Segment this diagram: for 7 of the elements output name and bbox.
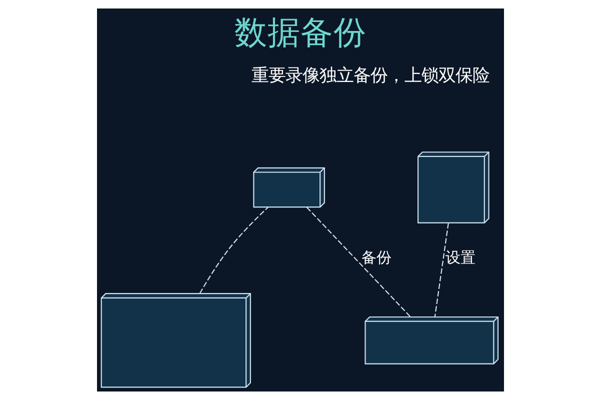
edge-label: 设置: [444, 248, 475, 266]
label: 重要录像独立备份，上锁双保险: [251, 66, 490, 86]
edge-label: 备份: [361, 248, 392, 266]
diagram-title: 数据备份: [234, 13, 366, 52]
connector: [434, 223, 448, 317]
connector: [306, 206, 410, 318]
connector: [198, 206, 268, 294]
